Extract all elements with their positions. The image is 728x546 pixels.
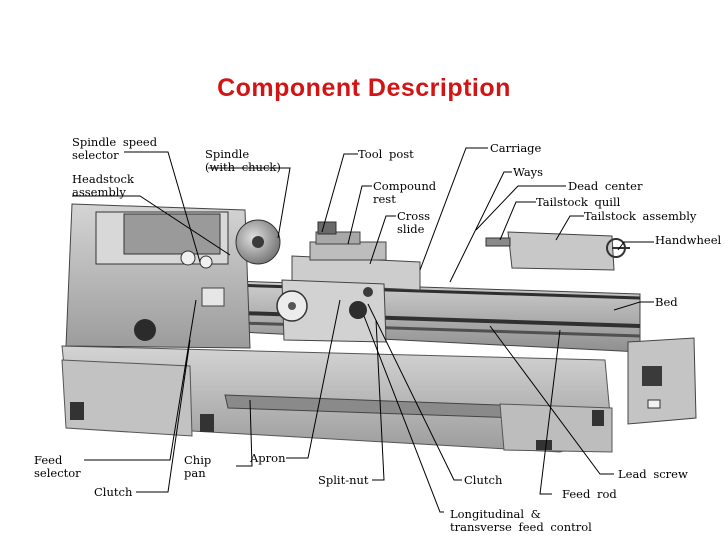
pedestal-slot (592, 410, 604, 426)
label-cross-slide: Cross slide (397, 209, 431, 236)
leader-apron (286, 299, 341, 459)
label-tailstock-quill: Tailstock quill (536, 195, 621, 209)
label-apron: Apron (250, 451, 286, 465)
label-longitudinal-feed-control: Longitudinal & transverse feed control (450, 507, 592, 534)
leader-feed-rod (539, 329, 561, 495)
way-line (199, 282, 641, 300)
label-spindle: Spindle (with chuck) (205, 147, 281, 174)
leader-chip-pan (236, 399, 253, 467)
label-headstock-assembly: Headstock assembly (72, 172, 134, 199)
label-tool-post: Tool post (358, 147, 414, 161)
leader-lines (72, 147, 654, 513)
leader-cross-slide (369, 215, 396, 265)
leader-compound-rest (347, 185, 372, 245)
tool-post-block (317, 221, 337, 235)
leader-lead-screw (489, 325, 614, 475)
leader-split-nut (372, 319, 385, 481)
label-carriage: Carriage (490, 141, 542, 155)
tailstock-body (507, 231, 615, 271)
leader-dead-center (475, 185, 566, 231)
label-ways: Ways (513, 165, 544, 179)
label-spindle-speed-selector: Spindle speed selector (72, 135, 158, 162)
apron-body (281, 279, 387, 343)
leader-tool-post (321, 153, 358, 233)
headstock-plate (123, 213, 221, 255)
label-clutch-right: Clutch (464, 473, 503, 487)
electrical-box-window (642, 366, 662, 386)
leader-longitudinal-feed-control (363, 315, 444, 513)
chuck-center (252, 236, 264, 248)
speed-dial (199, 255, 213, 269)
leader-spindle-speed-selector (124, 151, 201, 263)
pedestal-slot (70, 402, 84, 420)
left-pedestal (61, 359, 193, 437)
electrical-box-label (647, 399, 661, 409)
lathe-machine (61, 203, 697, 453)
label-tailstock-assembly: Tailstock assembly (584, 209, 697, 223)
leader-bed (613, 301, 654, 311)
label-feed-selector: Feed selector (34, 453, 81, 480)
label-bed: Bed (655, 295, 678, 309)
speed-dial (180, 250, 196, 266)
leader-clutch-right (367, 303, 462, 481)
right-pedestal (499, 403, 613, 453)
apron-knob (349, 301, 367, 319)
leader-headstock-assembly (72, 195, 231, 256)
leader-feed-selector (84, 299, 197, 461)
pedestal-slot (200, 414, 214, 432)
label-clutch-left: Clutch (94, 485, 133, 499)
feed-rod-bar (209, 320, 641, 338)
leader-handwheel (617, 241, 654, 251)
tailstock-quill-rod (485, 237, 511, 247)
leader-tailstock-quill (499, 201, 536, 241)
gear-cover (201, 287, 225, 307)
apron-handwheel-hub (288, 302, 296, 310)
leader-spindle (208, 167, 291, 239)
label-lead-screw: Lead screw (618, 467, 688, 481)
leader-carriage (419, 147, 488, 271)
leader-ways (449, 171, 512, 283)
label-split-nut: Split-nut (318, 473, 369, 487)
label-compound-rest: Compound rest (373, 179, 437, 206)
apron-knob (363, 287, 373, 297)
leader-tailstock-assembly (555, 215, 584, 241)
leader-clutch-left (136, 339, 191, 493)
label-handwheel: Handwheel (655, 233, 722, 247)
label-chip-pan: Chip pan (184, 453, 212, 480)
page-title: Component Description (217, 74, 511, 102)
feed-knob (134, 319, 156, 341)
pedestal-slot (536, 440, 552, 450)
label-dead-center: Dead center (568, 179, 643, 193)
label-feed-rod: Feed rod (562, 487, 617, 501)
